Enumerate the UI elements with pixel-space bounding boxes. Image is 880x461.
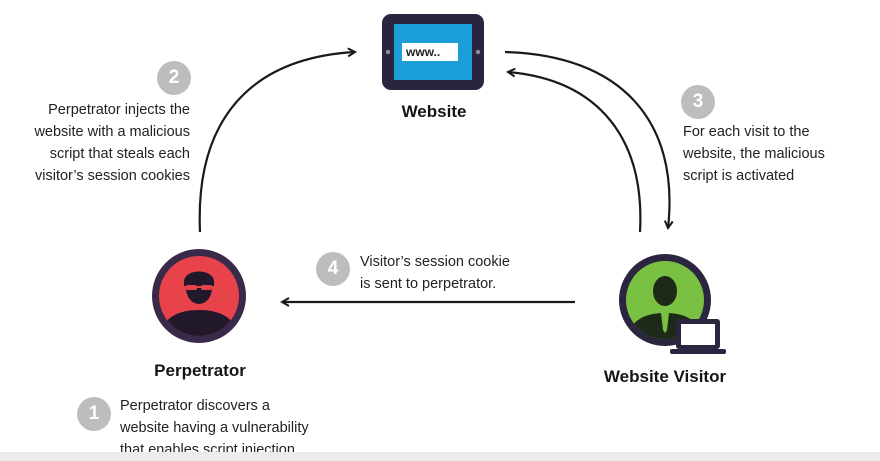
step-2-badge: 2	[157, 61, 191, 95]
website-tablet-icon	[382, 14, 484, 90]
arrow-visitor-to-website	[508, 72, 642, 233]
step-3-text: For each visit to the website, the malic…	[683, 124, 825, 184]
step-1-badge: 1	[77, 397, 111, 431]
website-label: Website	[401, 102, 467, 121]
step-2-text: Perpetrator injects the website with a m…	[34, 102, 190, 184]
website-screen-text: www..	[406, 45, 441, 59]
visitor-label: Website Visitor	[603, 367, 727, 386]
laptop-icon	[670, 319, 726, 354]
arrow-perpetrator-to-website	[198, 52, 355, 233]
bottom-edge	[0, 452, 880, 461]
step-3-badge: 3	[681, 85, 715, 119]
arrow-website-to-visitor	[504, 50, 670, 228]
step-4-text: Visitor’s session cookie is sent to perp…	[360, 254, 510, 292]
perpetrator-label: Perpetrator	[154, 361, 246, 380]
perpetrator-hacker-icon	[152, 249, 246, 343]
step-4-badge: 4	[316, 252, 350, 286]
